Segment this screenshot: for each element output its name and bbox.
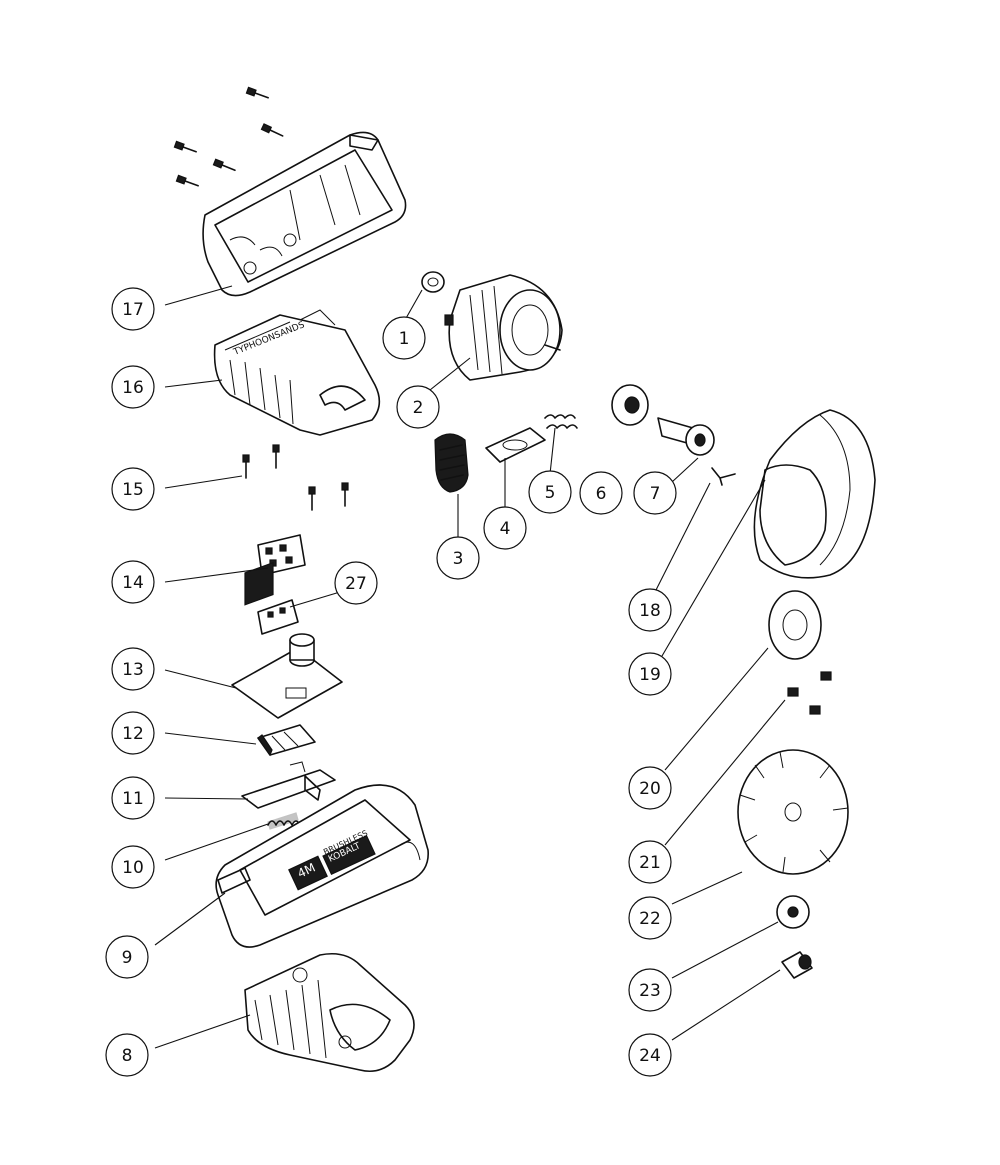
callout-number: 21 xyxy=(639,853,661,873)
callout-20: 20 xyxy=(628,766,672,810)
callout-number: 17 xyxy=(122,300,144,320)
part-23-washer xyxy=(776,895,810,929)
part-1-bearing xyxy=(421,271,445,293)
callout-13: 13 xyxy=(111,647,155,691)
callout-2: 2 xyxy=(396,385,440,429)
callout-23: 23 xyxy=(628,968,672,1012)
callout-18: 18 xyxy=(628,588,672,632)
callout-27: 27 xyxy=(334,561,378,605)
callout-number: 1 xyxy=(399,329,410,349)
callout-number: 27 xyxy=(345,574,367,594)
part-17-upper-housing xyxy=(202,131,407,297)
callout-number: 2 xyxy=(413,398,424,418)
part-19-guard xyxy=(753,409,876,579)
callouts: 17 16 15 14 27 13 12 11 10 9 8 1 2 3 4 5… xyxy=(105,287,677,1077)
part-4-lever xyxy=(485,427,546,463)
callout-number: 23 xyxy=(639,981,661,1001)
callout-number: 11 xyxy=(122,789,144,809)
callout-number: 10 xyxy=(122,858,144,878)
callout-7: 7 xyxy=(633,471,677,515)
part-11-switch-plate xyxy=(241,761,336,809)
callout-number: 5 xyxy=(545,483,556,503)
callout-19: 19 xyxy=(628,652,672,696)
callout-4: 4 xyxy=(483,506,527,550)
part-9-housing-shell: 4M KOBALT BRUSHLESS xyxy=(215,784,429,948)
part-5-spring xyxy=(544,414,578,429)
callout-number: 19 xyxy=(639,665,661,685)
callout-24: 24 xyxy=(628,1033,672,1077)
callout-5: 5 xyxy=(528,470,572,514)
callout-number: 20 xyxy=(639,779,661,799)
callout-number: 7 xyxy=(650,484,661,504)
callout-number: 3 xyxy=(453,549,464,569)
callout-number: 4 xyxy=(500,519,511,539)
callout-1: 1 xyxy=(382,316,426,360)
part-27-switch xyxy=(257,599,299,635)
part-24-bolt xyxy=(781,951,813,979)
part-6-bearing xyxy=(611,384,649,426)
part-10-spring xyxy=(267,812,301,830)
leader-lines xyxy=(154,285,786,1049)
callout-number: 13 xyxy=(122,660,144,680)
callout-10: 10 xyxy=(111,845,155,889)
model-label: 4M xyxy=(295,860,317,880)
callout-number: 24 xyxy=(639,1046,661,1066)
callout-14: 14 xyxy=(111,560,155,604)
part-20-flange xyxy=(768,590,822,660)
part-16-side-housing: TYPHOONSANDS xyxy=(213,309,381,436)
part-22-blade xyxy=(737,749,849,875)
part-18-clip xyxy=(711,467,736,486)
callout-15: 15 xyxy=(111,467,155,511)
callout-number: 16 xyxy=(122,378,144,398)
callout-8: 8 xyxy=(105,1033,149,1077)
callout-9: 9 xyxy=(105,935,149,979)
callout-16: 16 xyxy=(111,365,155,409)
callout-number: 15 xyxy=(122,480,144,500)
callout-number: 22 xyxy=(639,909,661,929)
callout-number: 8 xyxy=(122,1046,133,1066)
callout-number: 6 xyxy=(596,484,607,504)
part-15-screws xyxy=(242,444,349,511)
top-screws xyxy=(173,86,284,187)
part-21-screws xyxy=(787,671,832,715)
part-3-grip-button xyxy=(434,433,469,493)
callout-number: 14 xyxy=(122,573,144,593)
callout-number: 18 xyxy=(639,601,661,621)
callout-number: 9 xyxy=(122,948,133,968)
part-7-spindle xyxy=(657,417,715,456)
callout-6: 6 xyxy=(579,471,623,515)
part-12-slider-button xyxy=(257,724,316,757)
callout-3: 3 xyxy=(436,536,480,580)
part-2-motor xyxy=(444,274,563,381)
callout-17: 17 xyxy=(111,287,155,331)
callout-12: 12 xyxy=(111,711,155,755)
callout-21: 21 xyxy=(628,840,672,884)
callout-number: 12 xyxy=(122,724,144,744)
part-13-circuit-board xyxy=(231,561,343,719)
part-8-lower-housing xyxy=(244,952,415,1073)
callout-22: 22 xyxy=(628,896,672,940)
callout-11: 11 xyxy=(111,776,155,820)
